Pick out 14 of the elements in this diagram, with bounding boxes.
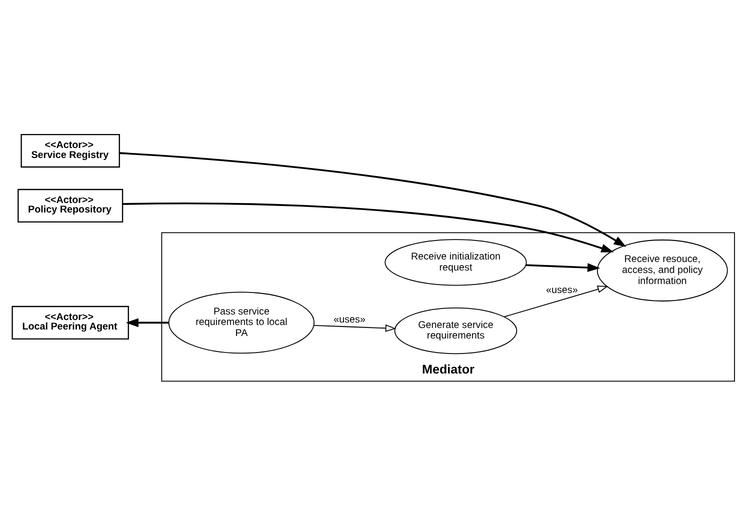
arrow — [504, 286, 608, 318]
arrow — [122, 202, 614, 252]
node-ellipse: Receive initialization request — [384, 239, 527, 286]
node-ellipse: Pass service requirements to local PA — [168, 292, 315, 354]
node-box: <<Actor>> Service Registry — [20, 134, 120, 168]
arrow — [126, 318, 169, 328]
node-box: <<Actor>> Policy Repository — [18, 188, 124, 222]
edge-label: «uses» — [334, 314, 366, 326]
arrow — [526, 263, 600, 272]
node-box: <<Actor>> Local Peering Agent — [12, 306, 129, 340]
arrow — [120, 152, 626, 247]
node-ellipse: Generate service requirements — [394, 307, 518, 354]
arrow — [314, 324, 396, 332]
edge-label: «uses» — [546, 284, 578, 296]
